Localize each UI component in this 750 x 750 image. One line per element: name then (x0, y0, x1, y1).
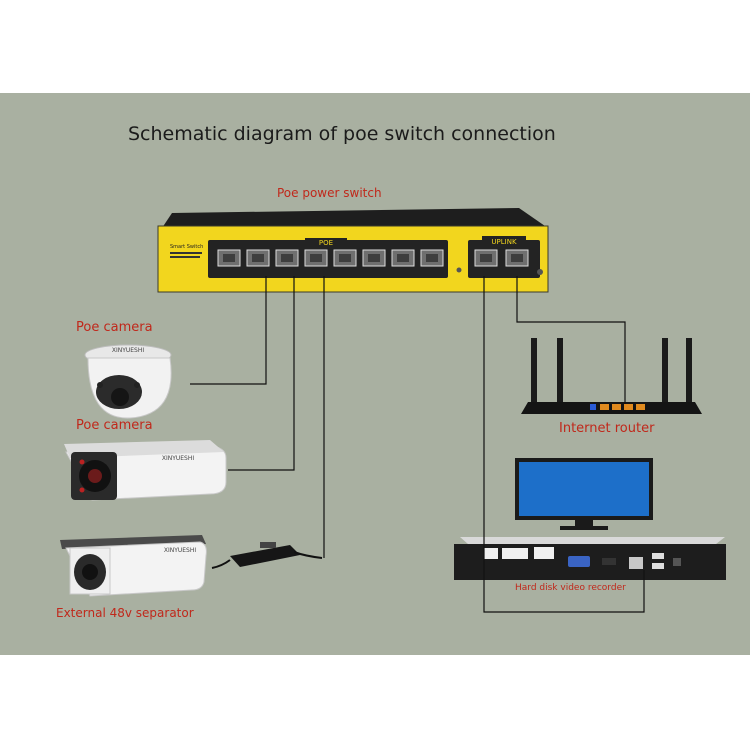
diagram-title: Schematic diagram of poe switch connecti… (128, 123, 556, 145)
power-indicator (537, 269, 543, 275)
router-device (521, 338, 702, 414)
separator-label: External 48v separator (56, 606, 194, 620)
bullet-camera-bottom-brand: XINYUESHI (164, 547, 197, 554)
bullet-camera-bottom: XINYUESHI (60, 535, 207, 597)
poe-separator (211, 542, 323, 569)
poe-port-group (217, 249, 444, 267)
nvr-device (454, 537, 726, 580)
dome-camera: XINYUESHI (84, 344, 172, 419)
router-label: Internet router (559, 421, 655, 436)
nvr-label: Hard disk video recorder (515, 583, 626, 593)
bullet-camera-middle-brand: XINYUESHI (162, 455, 195, 462)
uplink-group-label: UPLINK (491, 238, 517, 246)
camera-top-label: Poe camera (76, 320, 153, 335)
dome-camera-brand: XINYUESHI (112, 347, 145, 354)
poe-group-label: POE (319, 239, 333, 247)
bullet-camera-middle: XINYUESHI (64, 440, 227, 501)
poe-switch: Smart Switch POE UPLINK (157, 208, 549, 293)
switch-brand-text: Smart Switch (170, 244, 203, 250)
reset-indicator (456, 267, 462, 273)
connection-wires (190, 276, 645, 613)
uplink-port-group (474, 249, 529, 267)
camera-middle-label: Poe camera (76, 418, 153, 433)
switch-label: Poe power switch (277, 186, 382, 200)
monitor-device (515, 458, 653, 530)
